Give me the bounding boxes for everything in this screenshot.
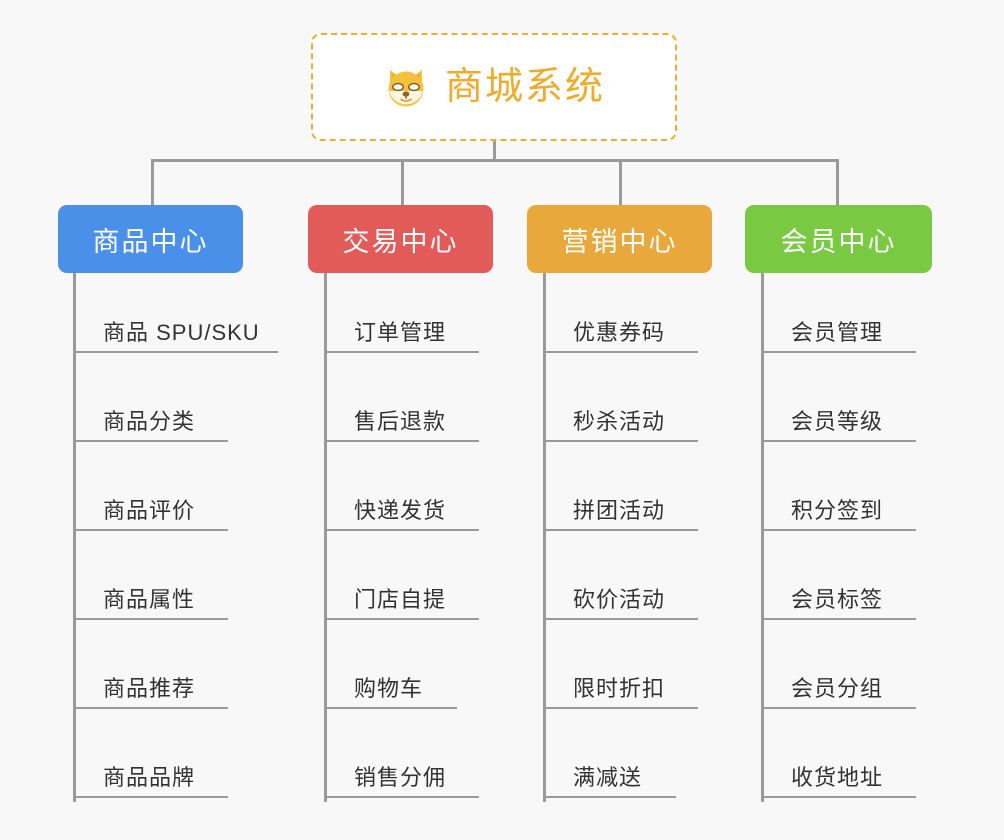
leaf-item[interactable]: 商品品牌 bbox=[73, 760, 228, 798]
category-box-marketing-center[interactable]: 营销中心 bbox=[527, 205, 712, 273]
leaf-item[interactable]: 收货地址 bbox=[761, 760, 916, 798]
leaf-item[interactable]: 订单管理 bbox=[324, 315, 479, 353]
leaf-item[interactable]: 会员分组 bbox=[761, 671, 916, 709]
category-label-marketing-center: 营销中心 bbox=[561, 226, 678, 257]
leaf-item[interactable]: 门店自提 bbox=[324, 582, 479, 620]
category-box-product-center[interactable]: 商品中心 bbox=[58, 205, 243, 273]
leaf-item[interactable]: 销售分佣 bbox=[324, 760, 479, 798]
root-node[interactable]: 商城系统 bbox=[311, 33, 677, 141]
leaf-label: 会员标签 bbox=[791, 587, 884, 612]
leaf-item[interactable]: 砍价活动 bbox=[543, 582, 698, 620]
leaf-item[interactable]: 商品评价 bbox=[73, 493, 228, 531]
leaf-label: 商品分类 bbox=[103, 409, 196, 434]
leaf-label: 商品 SPU/SKU bbox=[103, 320, 260, 345]
leaf-label: 商品评价 bbox=[103, 498, 196, 523]
leaf-label: 秒杀活动 bbox=[573, 409, 666, 434]
leaf-item[interactable]: 购物车 bbox=[324, 671, 457, 709]
root-title: 商城系统 bbox=[444, 66, 605, 108]
leaf-label: 满减送 bbox=[573, 765, 643, 790]
leaf-label: 优惠券码 bbox=[573, 320, 666, 345]
trunk-line-trade-center bbox=[324, 273, 327, 802]
leaf-item[interactable]: 满减送 bbox=[543, 760, 676, 798]
leaf-item[interactable]: 商品属性 bbox=[73, 582, 228, 620]
leaf-label: 销售分佣 bbox=[354, 765, 447, 790]
leaf-label: 会员管理 bbox=[791, 320, 884, 345]
leaf-label: 快递发货 bbox=[354, 498, 447, 523]
leaf-item[interactable]: 秒杀活动 bbox=[543, 404, 698, 442]
leaf-label: 商品品牌 bbox=[103, 765, 196, 790]
category-label-product-center: 商品中心 bbox=[92, 226, 209, 257]
leaf-item[interactable]: 限时折扣 bbox=[543, 671, 698, 709]
trunk-line-product-center bbox=[73, 273, 76, 802]
leaf-label: 订单管理 bbox=[354, 320, 447, 345]
leaf-item[interactable]: 优惠券码 bbox=[543, 315, 698, 353]
leaf-label: 商品推荐 bbox=[103, 676, 196, 701]
leaf-label: 售后退款 bbox=[354, 409, 447, 434]
leaf-label: 拼团活动 bbox=[573, 498, 666, 523]
leaf-label: 门店自提 bbox=[354, 587, 447, 612]
leaf-item[interactable]: 会员标签 bbox=[761, 582, 916, 620]
leaf-label: 会员等级 bbox=[791, 409, 884, 434]
category-label-member-center: 会员中心 bbox=[780, 226, 897, 257]
leaf-label: 限时折扣 bbox=[573, 676, 666, 701]
category-label-trade-center: 交易中心 bbox=[342, 226, 459, 257]
leaf-item[interactable]: 商品推荐 bbox=[73, 671, 228, 709]
drop-line-product-center bbox=[151, 159, 154, 206]
root-stem-line bbox=[493, 141, 496, 162]
leaf-label: 砍价活动 bbox=[573, 587, 666, 612]
leaf-item[interactable]: 商品 SPU/SKU bbox=[73, 315, 278, 353]
leaf-item[interactable]: 售后退款 bbox=[324, 404, 479, 442]
horizontal-bus-line bbox=[152, 159, 839, 162]
leaf-label: 收货地址 bbox=[791, 765, 884, 790]
shiba-dog-icon bbox=[383, 64, 429, 110]
leaf-item[interactable]: 积分签到 bbox=[761, 493, 916, 531]
leaf-label: 会员分组 bbox=[791, 676, 884, 701]
drop-line-member-center bbox=[836, 159, 839, 206]
leaf-label: 购物车 bbox=[354, 676, 424, 701]
leaf-label: 商品属性 bbox=[103, 587, 196, 612]
leaf-item[interactable]: 会员管理 bbox=[761, 315, 916, 353]
drop-line-trade-center bbox=[401, 159, 404, 206]
category-box-trade-center[interactable]: 交易中心 bbox=[308, 205, 493, 273]
leaf-item[interactable]: 拼团活动 bbox=[543, 493, 698, 531]
leaf-item[interactable]: 商品分类 bbox=[73, 404, 228, 442]
leaf-label: 积分签到 bbox=[791, 498, 884, 523]
category-box-member-center[interactable]: 会员中心 bbox=[745, 205, 932, 273]
drop-line-marketing-center bbox=[619, 159, 622, 206]
trunk-line-member-center bbox=[761, 273, 764, 802]
trunk-line-marketing-center bbox=[543, 273, 546, 802]
leaf-item[interactable]: 快递发货 bbox=[324, 493, 479, 531]
leaf-item[interactable]: 会员等级 bbox=[761, 404, 916, 442]
